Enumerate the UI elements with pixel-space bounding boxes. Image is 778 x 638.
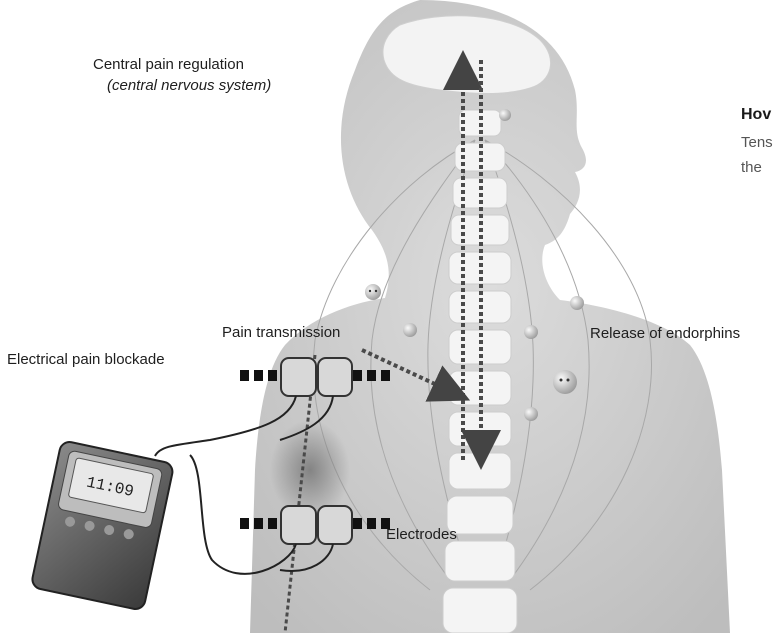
nerve-node-icon — [499, 109, 511, 121]
central-regulation-label: Central pain regulation — [93, 56, 244, 74]
pain-transmission-label: Pain transmission — [222, 324, 340, 342]
side-body-line-1: Tens — [741, 130, 773, 155]
release-endorphins-label: Release of endorphins — [590, 325, 740, 343]
smiley-node-icon — [365, 284, 381, 300]
electrode-pad-icon — [281, 506, 316, 544]
electrode-pad-icon — [318, 506, 352, 544]
side-heading: Hov — [741, 106, 771, 124]
central-nervous-system-label: (central nervous system) — [107, 77, 271, 95]
electrode-pad-icon — [281, 358, 316, 396]
electrical-blockade-label: Electrical pain blockade — [7, 351, 165, 369]
side-body-line-2: the — [741, 155, 762, 180]
electrodes-label: Electrodes — [386, 526, 457, 544]
nerve-node-icon — [570, 296, 584, 310]
tens-device-icon: 11:09 — [31, 440, 175, 611]
nerve-node-icon — [524, 407, 538, 421]
smiley-node-icon — [553, 370, 577, 394]
nerve-node-icon — [524, 325, 538, 339]
nerve-node-icon — [403, 323, 417, 337]
electrode-pad-icon — [318, 358, 352, 396]
